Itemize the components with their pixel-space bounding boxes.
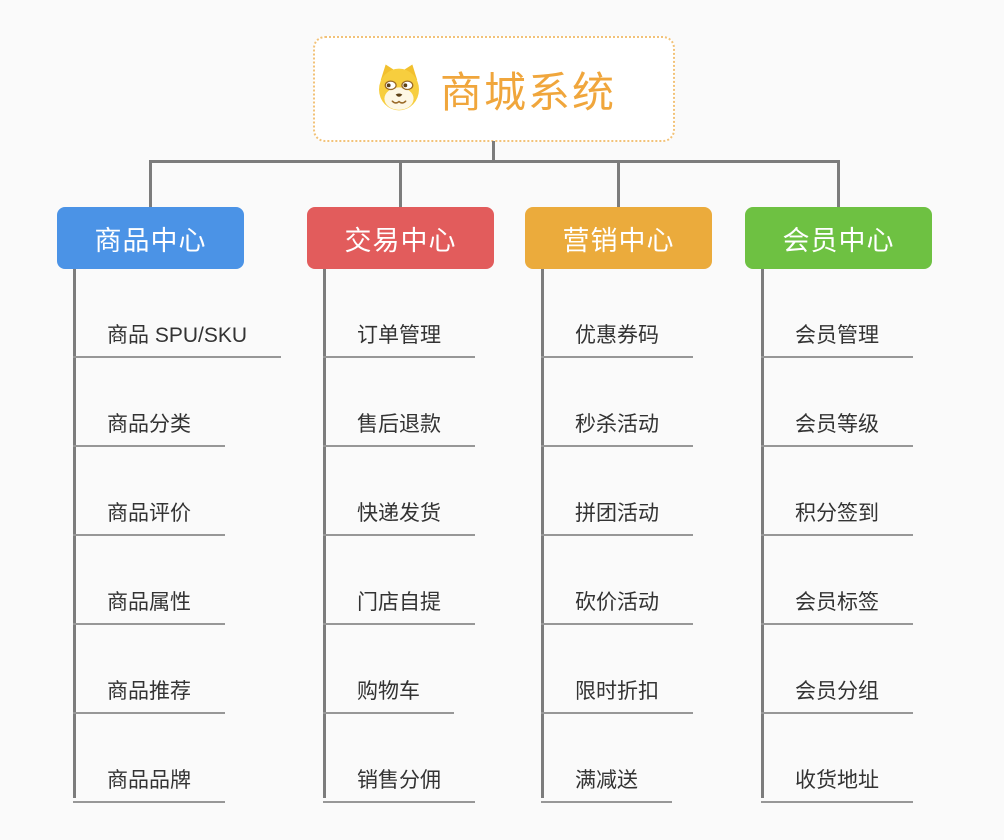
child-node[interactable]: 砍价活动 (541, 536, 693, 625)
child-node[interactable]: 销售分佣 (323, 714, 475, 803)
child-label: 优惠券码 (575, 323, 659, 347)
branch-children: 商品 SPU/SKU 商品分类 商品评价 商品属性 商品推荐 商品品牌 (73, 269, 282, 803)
connector-drop-2 (399, 162, 402, 207)
child-label: 商品评价 (107, 501, 191, 525)
connector-trunk (73, 269, 76, 798)
branch-children: 订单管理 售后退款 快递发货 门店自提 购物车 销售分佣 (323, 269, 494, 803)
child-label: 购物车 (357, 679, 420, 703)
child-label: 会员标签 (795, 590, 879, 614)
branch-3: 营销中心 优惠券码 秒杀活动 拼团活动 砍价活动 限时折扣 满减送 (525, 207, 712, 803)
child-node[interactable]: 快递发货 (323, 447, 475, 536)
root-node[interactable]: 商城系统 (313, 36, 675, 142)
dog-face-icon (372, 62, 426, 117)
branch-1: 商品中心 商品 SPU/SKU 商品分类 商品评价 商品属性 商品推荐 商品品牌 (57, 207, 282, 803)
child-label: 销售分佣 (357, 768, 441, 792)
branch-label: 交易中心 (344, 225, 457, 256)
child-label: 积分签到 (795, 501, 879, 525)
branch-4: 会员中心 会员管理 会员等级 积分签到 会员标签 会员分组 收货地址 (745, 207, 932, 803)
branch-label: 营销中心 (562, 225, 675, 256)
branch-header[interactable]: 商品中心 (57, 207, 244, 269)
child-label: 拼团活动 (575, 501, 659, 525)
child-label: 会员等级 (795, 412, 879, 436)
child-label: 商品推荐 (107, 679, 191, 703)
root-title: 商城系统 (439, 68, 616, 116)
child-node[interactable]: 收货地址 (761, 714, 913, 803)
child-node[interactable]: 售后退款 (323, 358, 475, 447)
branch-label: 商品中心 (94, 225, 207, 256)
child-node[interactable]: 商品 SPU/SKU (73, 269, 282, 358)
child-label: 商品品牌 (107, 768, 191, 792)
child-node[interactable]: 限时折扣 (541, 625, 693, 714)
child-label: 商品属性 (107, 590, 191, 614)
child-node[interactable]: 积分签到 (761, 447, 913, 536)
child-label: 门店自提 (357, 590, 441, 614)
connector-drop-4 (837, 162, 840, 207)
branch-header[interactable]: 会员中心 (745, 207, 932, 269)
child-label: 秒杀活动 (575, 412, 659, 436)
branch-header[interactable]: 交易中心 (307, 207, 494, 269)
child-node[interactable]: 优惠券码 (541, 269, 693, 358)
child-label: 会员分组 (795, 679, 879, 703)
child-label: 商品 SPU/SKU (107, 323, 248, 347)
branch-children: 会员管理 会员等级 积分签到 会员标签 会员分组 收货地址 (761, 269, 932, 803)
child-label: 售后退款 (357, 412, 441, 436)
child-node[interactable]: 商品品牌 (73, 714, 225, 803)
branch-2: 交易中心 订单管理 售后退款 快递发货 门店自提 购物车 销售分佣 (307, 207, 494, 803)
child-label: 快递发货 (357, 501, 441, 525)
child-node[interactable]: 秒杀活动 (541, 358, 693, 447)
child-node[interactable]: 门店自提 (323, 536, 475, 625)
child-node[interactable]: 拼团活动 (541, 447, 693, 536)
child-node[interactable]: 会员等级 (761, 358, 913, 447)
child-label: 商品分类 (107, 412, 191, 436)
child-node[interactable]: 会员分组 (761, 625, 913, 714)
child-label: 收货地址 (795, 768, 879, 792)
connector-bus (149, 160, 840, 163)
child-node[interactable]: 商品评价 (73, 447, 225, 536)
child-node[interactable]: 商品属性 (73, 536, 225, 625)
connector-trunk (323, 269, 326, 798)
child-node[interactable]: 会员标签 (761, 536, 913, 625)
connector-drop-1 (149, 162, 152, 207)
child-node[interactable]: 会员管理 (761, 269, 913, 358)
child-node[interactable]: 订单管理 (323, 269, 475, 358)
child-node[interactable]: 商品分类 (73, 358, 225, 447)
connector-root-drop (492, 141, 495, 162)
child-label: 会员管理 (795, 323, 879, 347)
child-label: 限时折扣 (575, 679, 659, 703)
child-label: 砍价活动 (575, 590, 659, 614)
child-node[interactable]: 满减送 (541, 714, 672, 803)
child-label: 订单管理 (357, 323, 441, 347)
connector-trunk (541, 269, 544, 798)
branch-children: 优惠券码 秒杀活动 拼团活动 砍价活动 限时折扣 满减送 (541, 269, 712, 803)
child-node[interactable]: 购物车 (323, 625, 454, 714)
connector-trunk (761, 269, 764, 798)
branch-header[interactable]: 营销中心 (525, 207, 712, 269)
branch-label: 会员中心 (782, 225, 895, 256)
child-node[interactable]: 商品推荐 (73, 625, 225, 714)
connector-drop-3 (617, 162, 620, 207)
child-label: 满减送 (575, 768, 638, 792)
